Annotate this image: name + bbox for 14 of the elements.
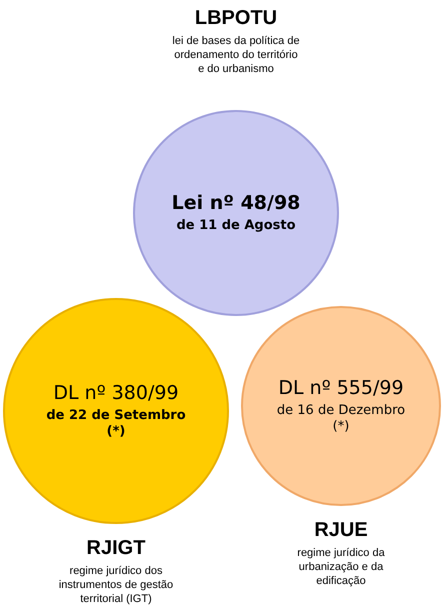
description-text: lei de bases da política de ordenamento do território e do urbanismo bbox=[171, 34, 301, 76]
acronym-heading: RJUE bbox=[314, 518, 368, 543]
law-number: Lei nº 48/98 bbox=[172, 192, 300, 216]
description-text: regime jurídico dos instrumentos de gestão territorial (IGT) bbox=[58, 564, 174, 606]
law-date: de 16 de Dezembro bbox=[276, 402, 406, 419]
footnote-mark: (*) bbox=[106, 424, 126, 440]
acronym-heading: RJIGT bbox=[86, 536, 146, 561]
law-date: de 22 de Setembro bbox=[46, 408, 186, 424]
law-date: de 11 de Agosto bbox=[176, 218, 296, 234]
acronym-heading: LBPOTU bbox=[194, 6, 278, 31]
footnote-mark: (*) bbox=[332, 418, 350, 436]
description-text: regime jurídico da urbanização e da edificação bbox=[296, 546, 386, 588]
law-number: DL nº 380/99 bbox=[53, 382, 179, 406]
law-number: DL nº 555/99 bbox=[278, 376, 404, 401]
